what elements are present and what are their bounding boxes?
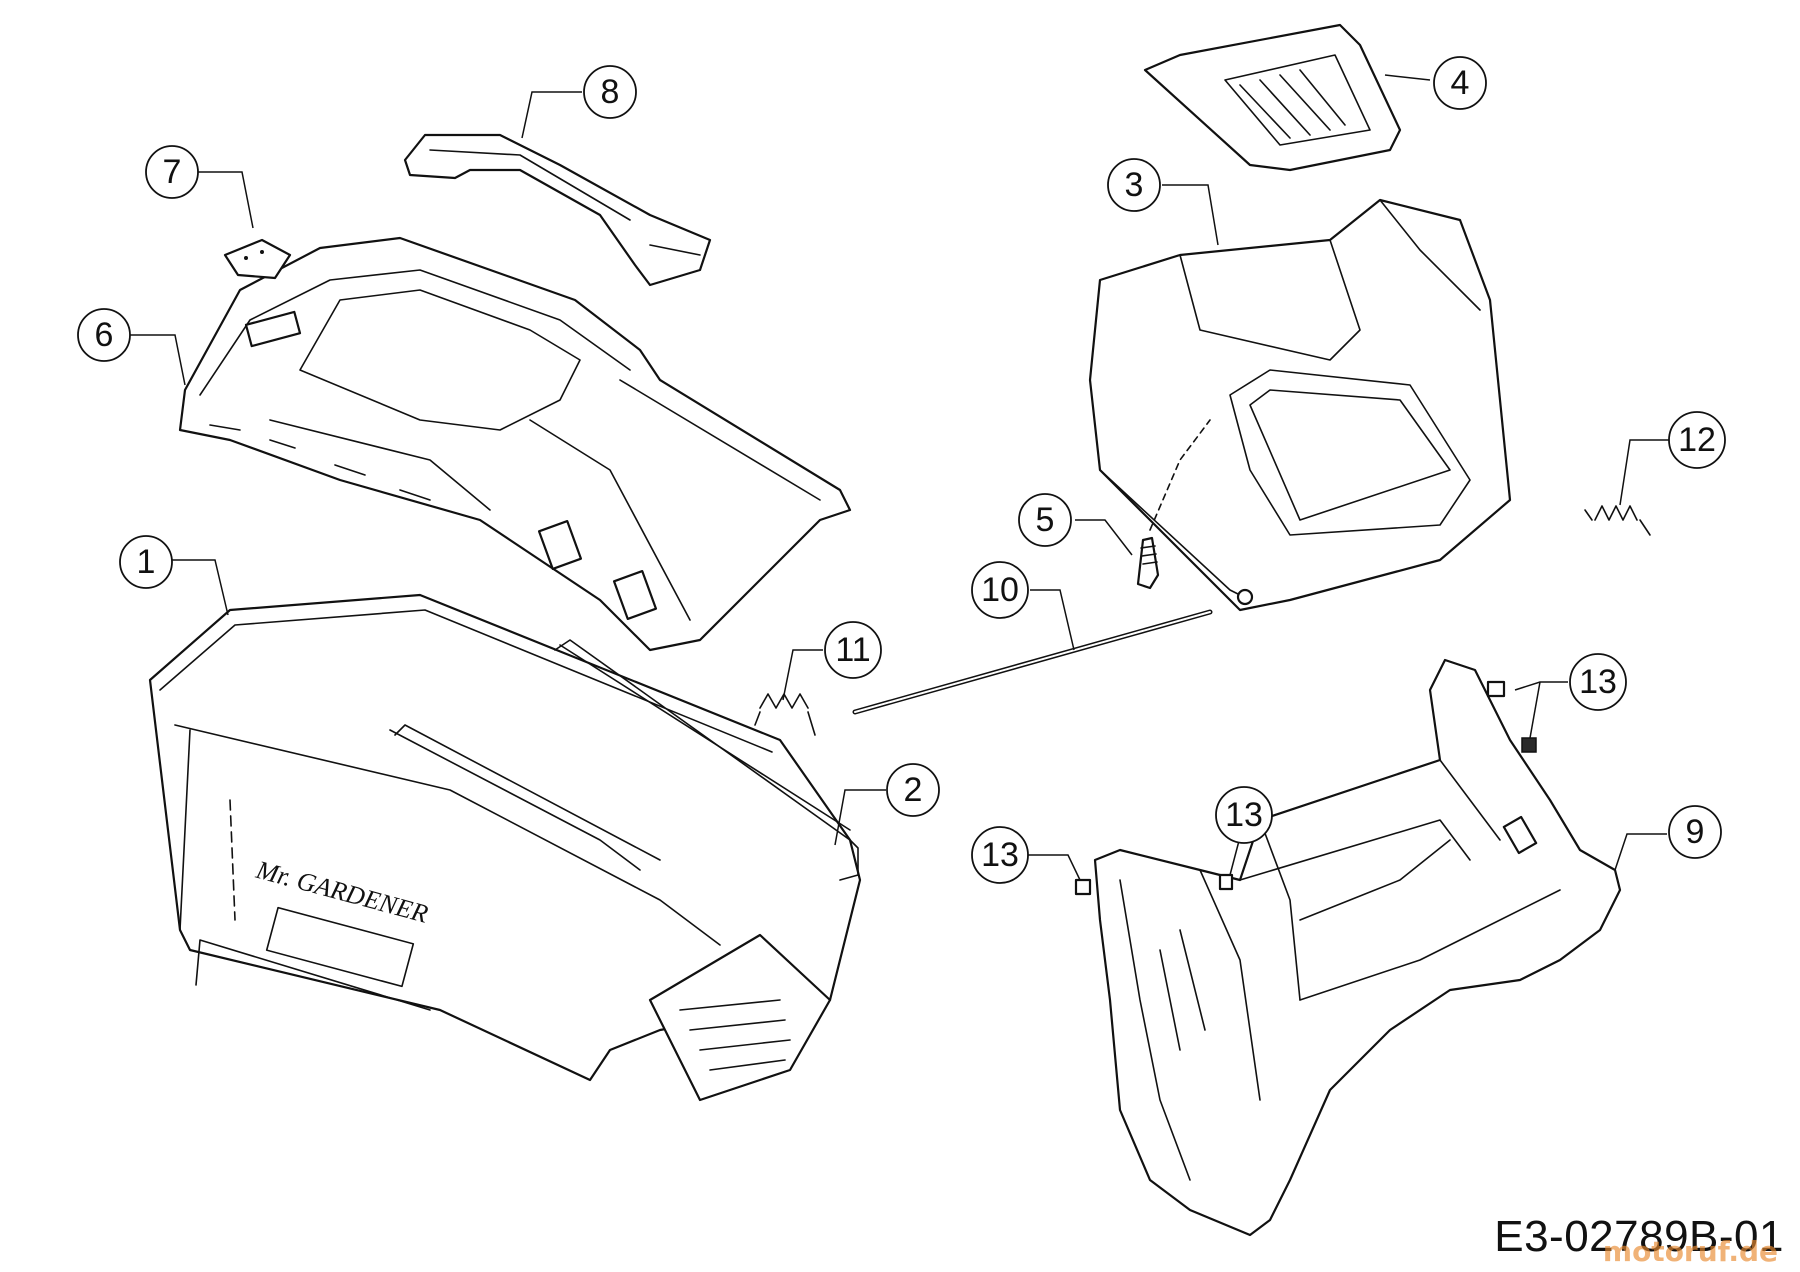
svg-text:9: 9 — [1686, 813, 1705, 851]
svg-text:3: 3 — [1125, 166, 1144, 204]
svg-text:7: 7 — [163, 153, 182, 191]
part-11-spring — [754, 693, 816, 736]
svg-text:13: 13 — [981, 836, 1019, 874]
svg-text:12: 12 — [1678, 421, 1716, 459]
svg-text:11: 11 — [835, 631, 870, 669]
callout-13-left: 13 — [971, 826, 1029, 884]
callout-10: 10 — [971, 561, 1029, 619]
callout-12: 12 — [1668, 411, 1726, 469]
part-5-screw — [1136, 419, 1211, 590]
part-13-clip-top — [1486, 680, 1537, 753]
part-8-carry-handle — [403, 133, 712, 287]
part-12-spring — [1584, 505, 1651, 536]
svg-text:13: 13 — [1225, 796, 1263, 834]
part-4-flap-top — [1143, 23, 1402, 172]
svg-text:4: 4 — [1451, 64, 1470, 102]
callout-8: 8 — [583, 65, 637, 119]
callout-4: 4 — [1433, 56, 1487, 110]
part-6-bag-top-cover — [178, 236, 852, 652]
svg-text:10: 10 — [981, 571, 1019, 609]
part-3-discharge-cover — [1088, 198, 1512, 612]
callout-1: 1 — [119, 535, 173, 589]
part-7-flap — [223, 238, 292, 280]
diagram-code: E3-02789B-01 — [1494, 1212, 1784, 1261]
part-13-clip-left — [1074, 878, 1092, 896]
svg-text:5: 5 — [1036, 501, 1055, 539]
svg-text:6: 6 — [95, 316, 114, 354]
part-1-grass-bag — [148, 593, 862, 1102]
part-9-rear-housing — [1093, 658, 1622, 1237]
callout-2: 2 — [886, 763, 940, 817]
callout-11: 11 — [824, 621, 882, 679]
svg-text:2: 2 — [904, 771, 923, 809]
callout-13-middle: 13 — [1215, 786, 1273, 844]
part-10-axle-rod — [852, 609, 1213, 715]
callout-5: 5 — [1018, 493, 1072, 547]
part-13-clip-middle — [1218, 873, 1234, 891]
callout-7: 7 — [145, 145, 199, 199]
leader-lines — [125, 74, 1670, 881]
callout-6: 6 — [77, 308, 131, 362]
svg-text:13: 13 — [1579, 663, 1617, 701]
watermark: motoruf.de — [1602, 1235, 1778, 1268]
svg-text:8: 8 — [601, 73, 620, 111]
callout-9: 9 — [1668, 805, 1722, 859]
svg-text:1: 1 — [137, 543, 156, 581]
part-2-bag-frame — [394, 639, 859, 881]
callout-3: 3 — [1107, 158, 1161, 212]
callout-13-top: 13 — [1569, 653, 1627, 711]
